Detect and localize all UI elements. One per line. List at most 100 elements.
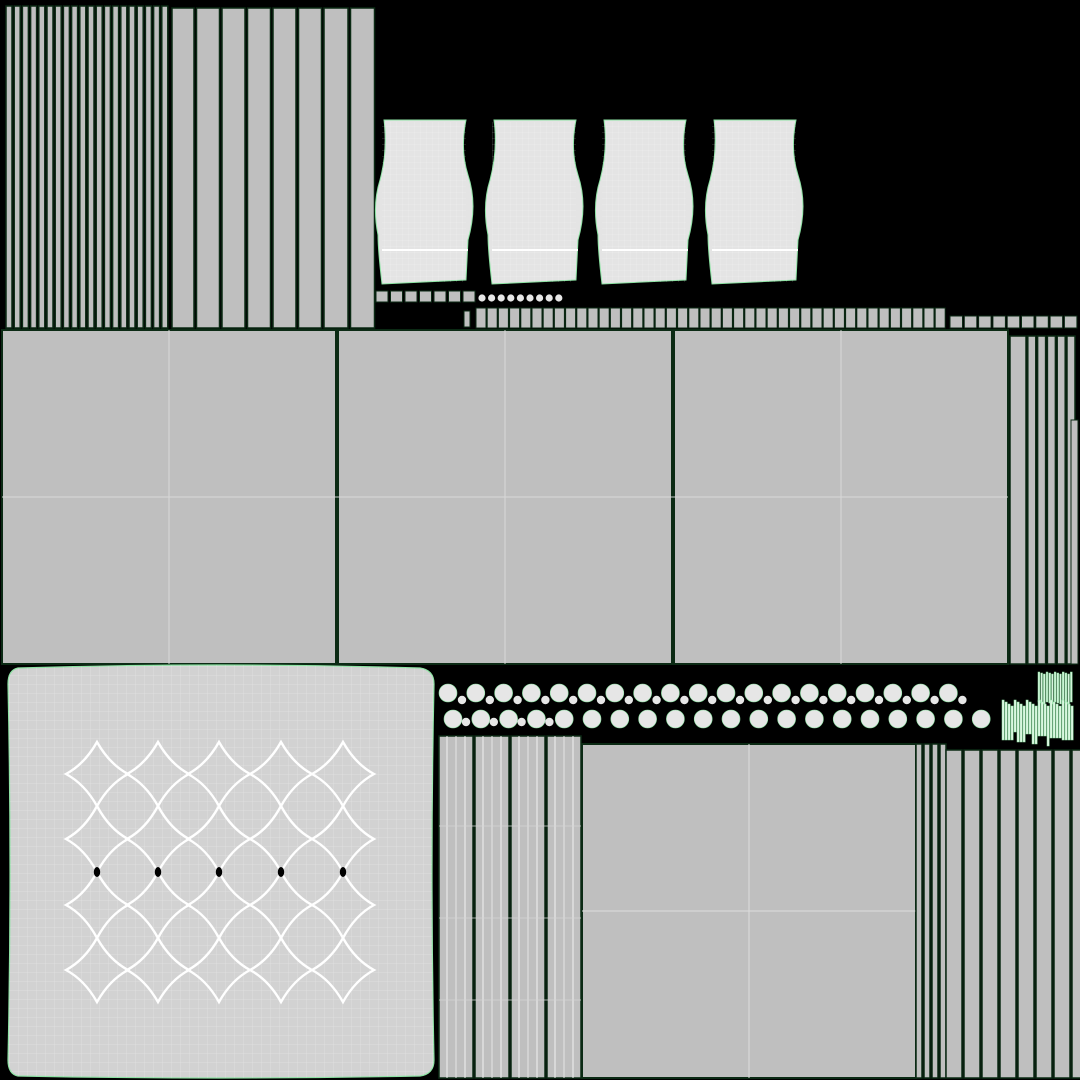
strip-island [1027,335,1037,665]
small-square-island [475,307,487,329]
cushion-tuft-buttons [93,867,347,877]
strip-island [87,5,95,329]
large-panel-islands [1,329,1009,665]
small-square-island [375,290,389,303]
small-square-island [867,307,879,329]
strip-islands-bottom-right [915,743,1080,1079]
strip-island [120,5,128,329]
green-wire-island [1067,703,1071,741]
strip-island [297,7,323,329]
round-button-island [911,683,930,703]
round-button-island [499,709,518,729]
small-square-island [632,307,644,329]
small-square-island [755,307,767,329]
green-wire-island [1001,699,1005,741]
small-square-island [665,307,677,329]
strip-island [128,5,136,329]
small-square-island [766,307,778,329]
round-button-island [855,683,875,703]
tuft-button [277,867,285,877]
round-button-island [930,695,939,705]
strip-island [54,5,62,329]
strip-island [152,5,161,329]
strip-island [171,7,195,329]
strip-islands-bottom-middle [438,735,582,1079]
small-island-row-lower [463,307,1078,329]
strip-island [1071,749,1080,1079]
small-dot-island [507,294,515,302]
round-button-island [763,695,772,705]
tuft-diamond [309,935,377,1005]
round-button-island [708,695,717,705]
strip-island [931,743,939,1079]
strip-island [272,7,297,329]
round-button-island [749,709,769,729]
strip-island [103,5,112,329]
small-square-island [621,307,633,329]
round-button-island [489,717,498,727]
small-square-island [390,290,403,303]
green-wire-island [1034,705,1038,745]
tuft-button [154,867,162,877]
small-square-island [433,290,447,303]
small-square-island [609,307,621,329]
small-square-island [654,307,666,329]
round-button-island [916,709,935,729]
green-wire-island [1016,701,1020,743]
round-button-island [819,695,828,705]
tuft-diamond [247,935,315,1005]
strip-island [915,743,923,1079]
strip-island [1053,749,1071,1079]
strip-island [999,749,1017,1079]
strip-island [195,7,221,329]
small-square-island [992,315,1006,329]
green-wire-island [1055,703,1059,739]
strip-island [221,7,246,329]
small-square-island [448,290,461,303]
small-square-island [463,310,471,328]
round-button-island [874,695,884,705]
tuft-button [215,867,223,877]
strip-island [945,749,963,1079]
small-square-island [509,307,521,329]
strip-island [38,5,46,329]
strip-islands-top-left [5,5,376,329]
strip-island [349,7,376,329]
round-button-island [661,683,680,703]
jug-mesh-grid [382,122,466,282]
strip-island [21,5,30,329]
round-button-island [638,709,657,729]
strip-islands-right-middle [1009,335,1079,665]
small-square-island [404,290,418,303]
small-square-island [1021,315,1035,329]
small-dot-island [497,294,505,302]
strip-island [981,749,999,1079]
small-square-island [462,290,476,303]
small-square-island [531,307,543,329]
small-square-island [777,307,789,329]
small-square-island [721,307,733,329]
round-button-island [541,695,550,705]
small-square-island [856,307,868,329]
round-button-island [624,695,633,705]
round-button-island [791,695,800,705]
small-dot-island [536,294,544,302]
round-button-island [860,709,880,729]
round-button-island [666,709,685,729]
round-button-island [545,717,554,727]
small-square-island [845,307,857,329]
green-wire-island [1056,672,1059,704]
small-square-island [710,307,722,329]
small-square-island [520,307,532,329]
green-wire-island [1064,672,1068,704]
tuft-diamond [63,935,131,1005]
round-button-island [680,695,689,705]
small-square-island [497,307,509,329]
green-wire-island [1031,703,1035,745]
small-square-island [576,307,588,329]
round-button-island [605,683,625,703]
strip-island [1036,335,1047,665]
cushion-mesh-island [7,664,435,1079]
round-button-island [549,683,569,703]
strip-island [246,7,272,329]
